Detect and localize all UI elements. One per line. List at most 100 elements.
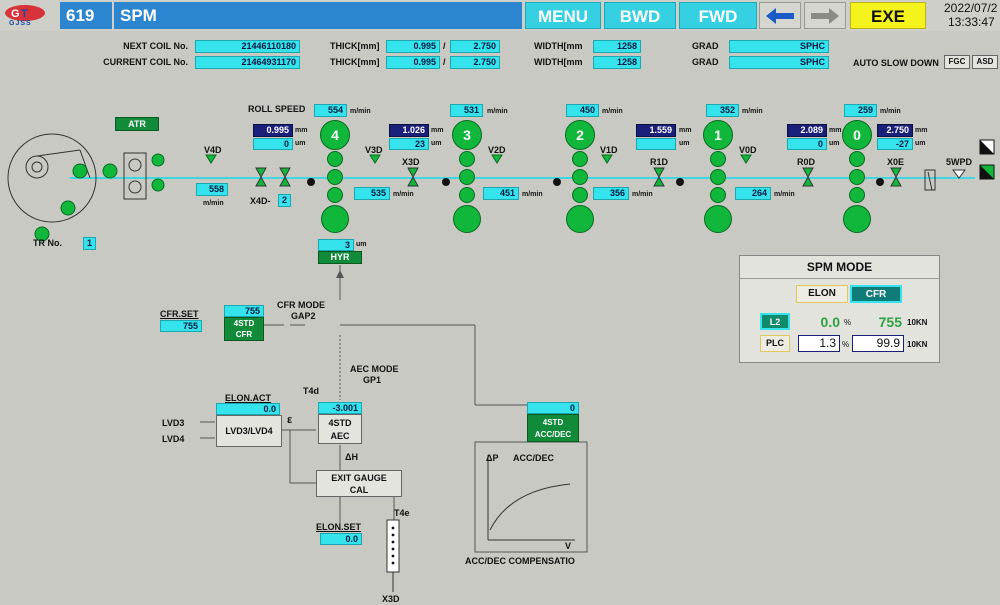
v2d-speed: 451	[483, 187, 519, 200]
stand1-thick-unit: mm	[679, 127, 692, 134]
stand1-speed: 352	[706, 104, 739, 117]
elon-act-value: 0.0	[216, 403, 280, 415]
l2-elon-value: 0.0	[820, 314, 840, 330]
exit-thick-unit: mm	[915, 127, 928, 134]
v2d-speed-unit: m/min	[522, 191, 543, 198]
aec-mode-gp: GP1	[363, 375, 382, 385]
logo-mark-icon: G T	[5, 5, 45, 21]
spm-mode-divider	[740, 278, 939, 279]
current-width-value: 1258	[593, 56, 641, 69]
next-width-value: 1258	[593, 40, 641, 53]
stand1-work-roll-top: 1	[703, 120, 733, 150]
wpd-label: 5WPD	[946, 157, 973, 167]
next-thick-label: THICK[mm]	[330, 41, 380, 51]
x3d-bottom-label: X3D	[382, 594, 400, 604]
elon-set-label: ELON.SET	[316, 522, 362, 532]
x4d-label: X4D-	[250, 196, 271, 206]
accdec-value: 0	[527, 402, 579, 414]
stand2-backup-roll	[566, 205, 594, 233]
aec-value: -3.001	[318, 402, 362, 414]
bwd-button[interactable]: BWD	[604, 2, 676, 29]
spm-mode-title: SPM MODE	[806, 260, 873, 274]
stand3-um: 23	[389, 138, 429, 150]
stand3-thick: 1.026	[389, 124, 429, 137]
current-thick-in: 0.995	[386, 56, 440, 69]
company-logo: G T GJSS	[3, 3, 55, 29]
fwd-button[interactable]: FWD	[679, 2, 757, 29]
stand0-um-unit: um	[829, 140, 840, 147]
elon-mode-button[interactable]: ELON	[796, 285, 848, 303]
hyr-indicator: HYR	[318, 251, 362, 264]
t4e-label: T4e	[394, 508, 410, 518]
stand0-speed: 259	[844, 104, 877, 117]
date-display: 2022/07/2	[944, 1, 998, 15]
stand2-number: 2	[576, 127, 584, 143]
v3d-label: V3D	[365, 145, 383, 155]
r1d-label: R1D	[650, 157, 669, 167]
aec-mode-label: AEC MODE	[350, 364, 399, 374]
plc-kn-unit: 10KN	[907, 340, 928, 349]
cfr-set-value: 755	[160, 320, 202, 332]
aec-block-line2: AEC	[330, 431, 350, 441]
exe-button[interactable]: EXE	[850, 2, 926, 29]
v4d-label: V4D	[204, 145, 222, 155]
cfr-box-value: 755	[224, 305, 264, 317]
stand4-roll-4	[327, 187, 343, 203]
lvd-block: LVD3/LVD4	[216, 415, 282, 447]
stand3-thick-unit: mm	[431, 127, 444, 134]
plc-elon-value: 1.3	[798, 335, 840, 352]
accdec-box-line2: ACC/DEC	[534, 430, 572, 439]
l2-kn-unit: 10KN	[907, 318, 928, 327]
stand2-roll-3	[572, 169, 588, 185]
stand1-roll-3	[710, 169, 726, 185]
svg-text:G: G	[11, 8, 20, 20]
forward-arrow-button[interactable]	[804, 2, 846, 29]
stand4-speed: 554	[314, 104, 347, 117]
stand4-work-roll-top: 4	[320, 120, 350, 150]
asd-button[interactable]: ASD	[972, 55, 998, 69]
hyr-um-unit: um	[356, 241, 367, 248]
cfr-4std-box: 4STD CFR	[224, 317, 264, 341]
lvd3-label: LVD3	[162, 418, 185, 428]
current-coil-label: CURRENT COIL No.	[103, 57, 188, 67]
cfr-box-line1: 4STD	[233, 319, 255, 328]
v1d-label: V1D	[600, 145, 618, 155]
stand3-roll-4	[459, 187, 475, 203]
t4d-label: T4d	[303, 386, 320, 396]
l2-button[interactable]: L2	[760, 313, 790, 330]
current-thick-out: 2.750	[450, 56, 500, 69]
top-bar: G T GJSS 619 SPM MENU BWD FWD EXE 2022/0…	[0, 0, 1000, 31]
plc-button[interactable]: PLC	[760, 335, 790, 352]
x0e-label: X0E	[887, 157, 905, 167]
next-coil-label: NEXT COIL No.	[123, 41, 188, 51]
accdec-graph-y-label: ΔP	[486, 453, 499, 463]
menu-button[interactable]: MENU	[525, 2, 601, 29]
exit-um: -27	[877, 138, 913, 150]
stand0-thick: 2.089	[787, 124, 827, 137]
current-coil-value: 21464931170	[195, 56, 300, 69]
stand2-roll-4	[572, 187, 588, 203]
back-arrow-button[interactable]	[759, 2, 801, 29]
stand1-speed-unit: m/min	[742, 108, 763, 115]
plc-cfr-value: 99.9	[852, 335, 904, 352]
cfr-mode-button[interactable]: CFR	[850, 285, 902, 303]
current-thick-slash: /	[443, 57, 446, 67]
atr-indicator: ATR	[115, 117, 159, 131]
logo-text: GJSS	[9, 20, 32, 27]
cfr-set-label: CFR.SET	[160, 309, 199, 319]
stand3-roll-2	[459, 151, 475, 167]
stand4-roll-2	[327, 151, 343, 167]
next-thick-in: 0.995	[386, 40, 440, 53]
stand3-number: 3	[463, 127, 471, 143]
cfr-mode-gap: GAP2	[291, 311, 316, 321]
r0d-speed: 264	[735, 187, 771, 200]
stand4-thick: 0.995	[253, 124, 293, 137]
fgc-button[interactable]: FGC	[944, 55, 970, 69]
r1d-speed-unit: m/min	[632, 191, 653, 198]
time-display: 13:33:47	[948, 15, 995, 29]
accdec-graph-title: ACC/DEC	[513, 453, 555, 463]
exit-gauge-block: EXIT GAUGE CAL	[316, 470, 402, 497]
stand4-um-unit: um	[295, 140, 306, 147]
next-thick-out: 2.750	[450, 40, 500, 53]
right-arrow-icon	[811, 8, 839, 24]
